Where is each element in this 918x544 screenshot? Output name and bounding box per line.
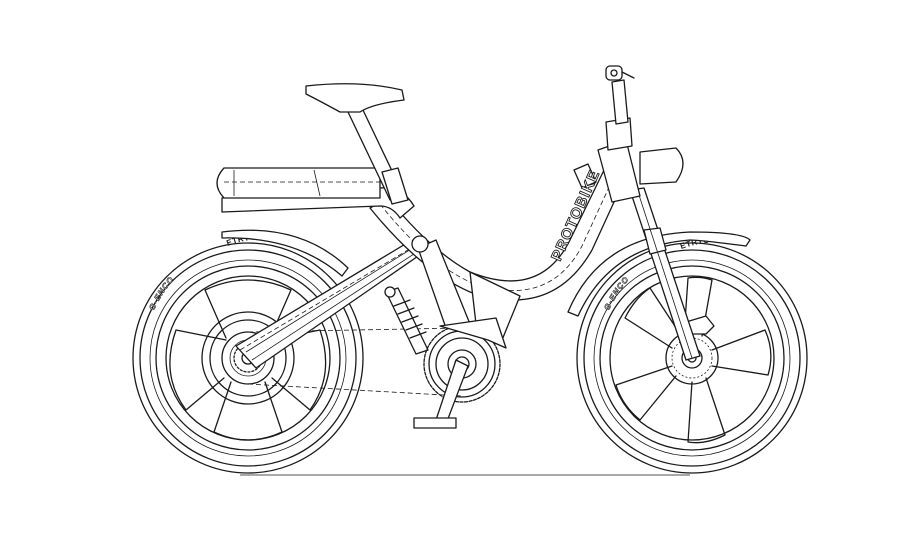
rear-wheel bbox=[132, 242, 364, 474]
battery bbox=[216, 167, 381, 199]
rear-shock bbox=[384, 286, 429, 355]
saddle bbox=[305, 83, 405, 113]
head-tube bbox=[573, 139, 684, 203]
rear-fender bbox=[221, 229, 349, 277]
crankset bbox=[413, 317, 507, 429]
stem bbox=[605, 79, 633, 151]
front-fender bbox=[567, 231, 751, 317]
fork bbox=[629, 187, 701, 361]
handlebar-grip bbox=[605, 65, 635, 81]
